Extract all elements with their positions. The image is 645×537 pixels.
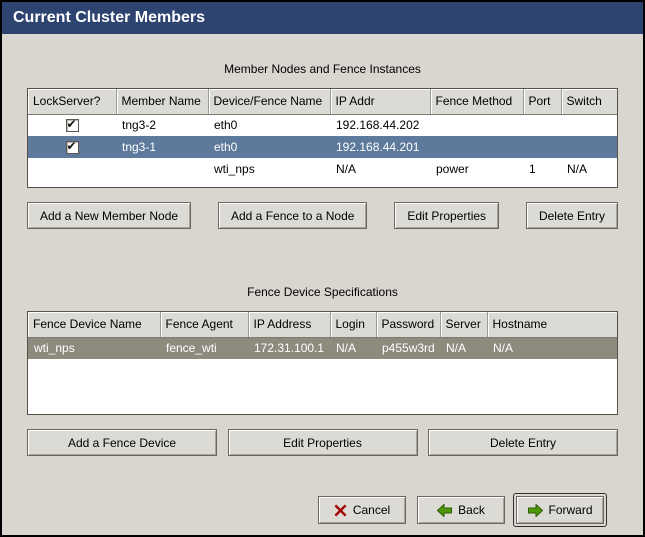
member-table-header-row: LockServer? Member Name Device/Fence Nam…	[28, 89, 617, 115]
fence-table-frame: Fence Device Name Fence Agent IP Address…	[27, 311, 618, 415]
window-title: Current Cluster Members	[13, 9, 206, 26]
member-table: LockServer? Member Name Device/Fence Nam…	[28, 89, 617, 180]
fence-table-header-row: Fence Device Name Fence Agent IP Address…	[28, 312, 617, 338]
fence-button-row: Add a Fence Device Edit Properties Delet…	[27, 429, 618, 456]
column-header-login[interactable]: Login	[330, 312, 377, 338]
cell-hostname: N/A	[487, 337, 617, 359]
column-header-lockserver[interactable]: LockServer?	[28, 89, 117, 115]
cell-device-fence-name: eth0	[208, 136, 330, 158]
lockserver-checkbox[interactable]: ✔	[65, 139, 79, 155]
cell-switch: N/A	[561, 158, 617, 180]
cell-password: p455w3rd	[376, 337, 440, 359]
dialog-content: Member Nodes and Fence Instances LockSer…	[2, 34, 643, 535]
cell-device-fence-name: wti_nps	[208, 158, 330, 180]
cell-fence-agent: fence_wti	[160, 337, 248, 359]
lockserver-cell: ✔	[28, 136, 116, 158]
cell-ip-addr: 192.168.44.202	[330, 114, 430, 136]
fence-device-row[interactable]: wti_nps fence_wti 172.31.100.1 N/A p455w…	[28, 337, 617, 359]
column-header-password[interactable]: Password	[376, 312, 441, 338]
column-header-ip-addr[interactable]: IP Addr	[330, 89, 431, 115]
column-header-fence-agent[interactable]: Fence Agent	[160, 312, 249, 338]
back-button[interactable]: Back	[417, 496, 505, 524]
lockserver-cell: ✔	[28, 158, 116, 180]
column-header-member-name[interactable]: Member Name	[116, 89, 209, 115]
cell-port	[523, 114, 561, 136]
cell-fence-device-name: wti_nps	[28, 337, 160, 359]
forward-arrow-icon	[527, 503, 543, 517]
member-row[interactable]: ✔ tng3-1 eth0 192.168.44.201	[28, 136, 617, 158]
fence-device-table: Fence Device Name Fence Agent IP Address…	[28, 312, 617, 359]
back-arrow-icon	[437, 503, 453, 517]
column-header-port[interactable]: Port	[523, 89, 562, 115]
member-table-caption: Member Nodes and Fence Instances	[224, 62, 421, 76]
forward-button[interactable]: Forward	[513, 493, 607, 527]
cell-server: N/A	[440, 337, 487, 359]
member-delete-entry-button[interactable]: Delete Entry	[525, 202, 618, 229]
check-icon: ✔	[66, 139, 77, 154]
column-header-server[interactable]: Server	[440, 312, 488, 338]
column-header-hostname[interactable]: Hostname	[487, 312, 617, 338]
cell-ip-address: 172.31.100.1	[248, 337, 330, 359]
dialog-footer: Cancel Back Forward	[27, 493, 618, 527]
add-fence-to-node-button[interactable]: Add a Fence to a Node	[218, 202, 368, 229]
member-table-frame: LockServer? Member Name Device/Fence Nam…	[27, 88, 618, 188]
cell-switch	[561, 136, 617, 158]
cell-ip-addr: N/A	[330, 158, 430, 180]
fence-delete-entry-button[interactable]: Delete Entry	[428, 429, 618, 456]
fence-edit-properties-button[interactable]: Edit Properties	[227, 429, 418, 456]
cell-fence-method	[430, 136, 523, 158]
cancel-button-label: Cancel	[352, 503, 391, 517]
column-header-fence-device-name[interactable]: Fence Device Name	[28, 312, 161, 338]
cell-ip-addr: 192.168.44.201	[330, 136, 430, 158]
forward-button-label: Forward	[548, 503, 593, 517]
titlebar[interactable]: Current Cluster Members	[2, 2, 643, 34]
cell-fence-method: power	[430, 158, 523, 180]
check-icon: ✔	[66, 117, 77, 132]
cell-fence-method	[430, 114, 523, 136]
column-header-fence-method[interactable]: Fence Method	[430, 89, 524, 115]
member-edit-properties-button[interactable]: Edit Properties	[394, 202, 500, 229]
add-fence-device-button[interactable]: Add a Fence Device	[27, 429, 217, 456]
cell-port: 1	[523, 158, 561, 180]
cell-member-name: tng3-1	[116, 136, 208, 158]
column-header-device-fence-name[interactable]: Device/Fence Name	[208, 89, 331, 115]
cell-member-name: tng3-2	[116, 114, 208, 136]
back-button-label: Back	[458, 503, 485, 517]
column-header-switch[interactable]: Switch	[561, 89, 617, 115]
lockserver-checkbox[interactable]: ✔	[65, 117, 79, 133]
column-header-ip-address[interactable]: IP Address	[248, 312, 331, 338]
add-member-node-button[interactable]: Add a New Member Node	[27, 202, 192, 229]
cell-device-fence-name: eth0	[208, 114, 330, 136]
fence-table-caption: Fence Device Specifications	[247, 285, 398, 299]
cell-member-name	[116, 158, 208, 180]
member-row[interactable]: ✔ tng3-2 eth0 192.168.44.202	[28, 114, 617, 136]
cancel-icon	[334, 504, 347, 516]
cell-port	[523, 136, 561, 158]
cancel-button[interactable]: Cancel	[318, 496, 406, 524]
cell-login: N/A	[330, 337, 376, 359]
member-button-row: Add a New Member Node Add a Fence to a N…	[27, 202, 618, 229]
cell-switch	[561, 114, 617, 136]
member-row[interactable]: ✔ wti_nps N/A power 1 N/A	[28, 158, 617, 180]
lockserver-cell: ✔	[28, 114, 116, 136]
